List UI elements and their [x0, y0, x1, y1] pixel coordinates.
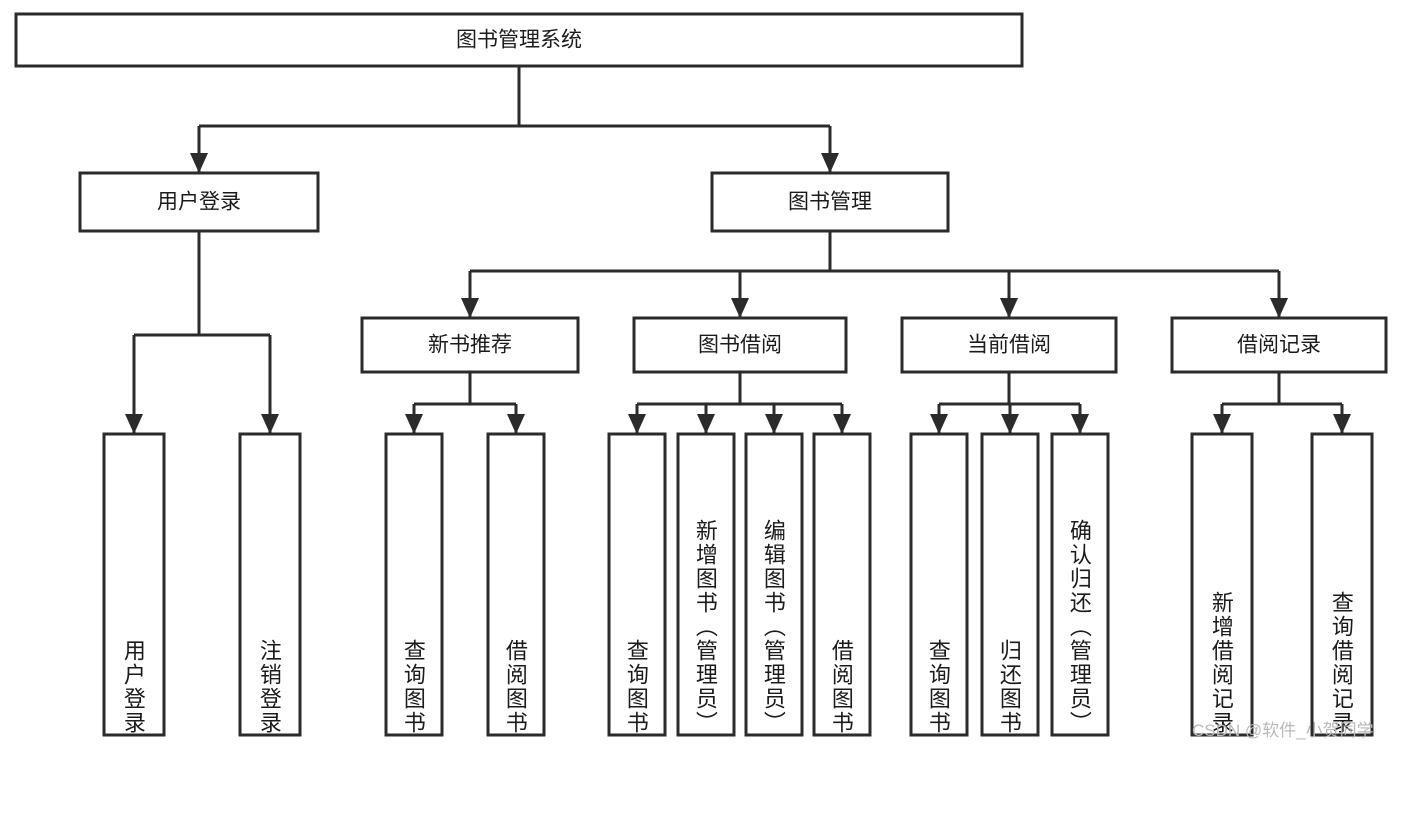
- arrow-head-icon-new-book-1: [507, 414, 525, 434]
- node-box-level3-3[interactable]: [1170, 316, 1388, 374]
- node-box-leaf-10[interactable]: [1050, 432, 1110, 737]
- arrow-head-icon-book-mgmt-1: [731, 298, 749, 318]
- arrow-head-icon-records-1: [1333, 414, 1351, 434]
- node-box-leaf-7[interactable]: [812, 432, 872, 737]
- arrow-head-icon-current-1: [1001, 414, 1019, 434]
- arrow-head-icon-borrow-0: [628, 414, 646, 434]
- node-box-leaf-5[interactable]: [676, 432, 736, 737]
- node-box-level2-0[interactable]: [78, 171, 320, 233]
- node-box-leaf-11[interactable]: [1190, 432, 1254, 737]
- node-box-leaf-0[interactable]: [102, 432, 166, 737]
- node-label-图书管理: 图书管理: [788, 191, 872, 214]
- arrow-head-icon-borrow-3: [833, 414, 851, 434]
- node-box-level3-0[interactable]: [360, 316, 580, 374]
- node-label-借阅记录: 借阅记录: [1237, 334, 1321, 357]
- arrow-head-icon-borrow-2: [765, 414, 783, 434]
- arrow-head-icon-book-mgmt-2: [1000, 298, 1018, 318]
- node-box-leaf-1[interactable]: [238, 432, 302, 737]
- node-label-图书管理系统: 图书管理系统: [456, 29, 582, 52]
- node-box-leaf-6[interactable]: [744, 432, 804, 737]
- node-box-level3-2[interactable]: [900, 316, 1118, 374]
- node-box-leaf-2[interactable]: [384, 432, 444, 737]
- node-box-level3-1[interactable]: [632, 316, 848, 374]
- arrow-head-icon-book-mgmt-0: [461, 298, 479, 318]
- arrow-head-icon-user-login-0: [125, 414, 143, 434]
- diagram-root: 图书管理系统用户登录图书管理新书推荐图书借阅当前借阅借阅记录 用户登录注销登录查…: [14, 12, 1388, 740]
- node-label-当前借阅: 当前借阅: [967, 334, 1051, 357]
- node-box-leaf-8[interactable]: [909, 432, 969, 737]
- node-box-level2-1[interactable]: [710, 171, 950, 233]
- node-box-leaf-9[interactable]: [980, 432, 1040, 737]
- arrow-head-icon-current-0: [930, 414, 948, 434]
- arrow-head-icon-current-2: [1071, 414, 1089, 434]
- arrow-head-icon-book-mgmt-3: [1270, 298, 1288, 318]
- arrow-head-icon-borrow-1: [697, 414, 715, 434]
- arrow-head-icon-records-0: [1213, 414, 1231, 434]
- csdn-watermark: CSDN @软件_小贺同学: [1192, 721, 1374, 740]
- node-box-leaf-12[interactable]: [1310, 432, 1374, 737]
- arrow-head-icon-new-book-0: [405, 414, 423, 434]
- arrow-head-icon-user-login-1: [261, 414, 279, 434]
- node-label-图书借阅: 图书借阅: [698, 334, 782, 357]
- arrow-head-icon-root-0: [190, 153, 208, 173]
- node-label-新书推荐: 新书推荐: [428, 334, 512, 357]
- node-box-leaf-3[interactable]: [486, 432, 546, 737]
- node-box-leaf-4[interactable]: [607, 432, 667, 737]
- node-label-用户登录: 用户登录: [157, 191, 241, 214]
- box-layer: [14, 12, 1388, 737]
- node-box-root-0[interactable]: [14, 12, 1024, 68]
- connector-layer: [125, 66, 1351, 434]
- arrow-head-icon-root-1: [821, 153, 839, 173]
